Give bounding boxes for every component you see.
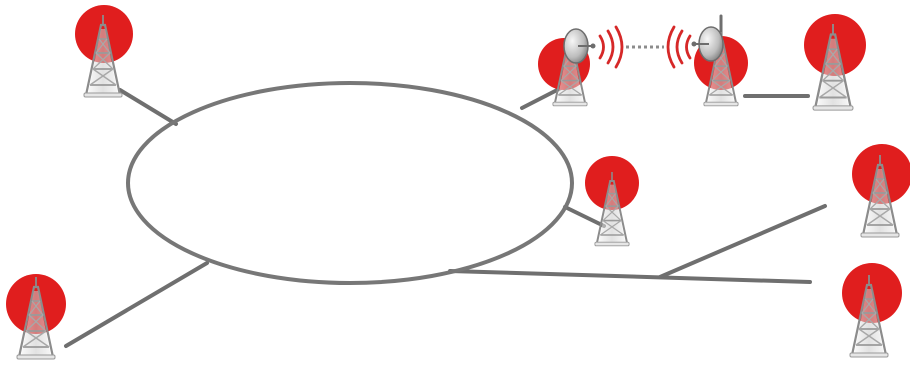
network-topology-diagram (0, 0, 910, 371)
canvas-background (0, 0, 910, 371)
